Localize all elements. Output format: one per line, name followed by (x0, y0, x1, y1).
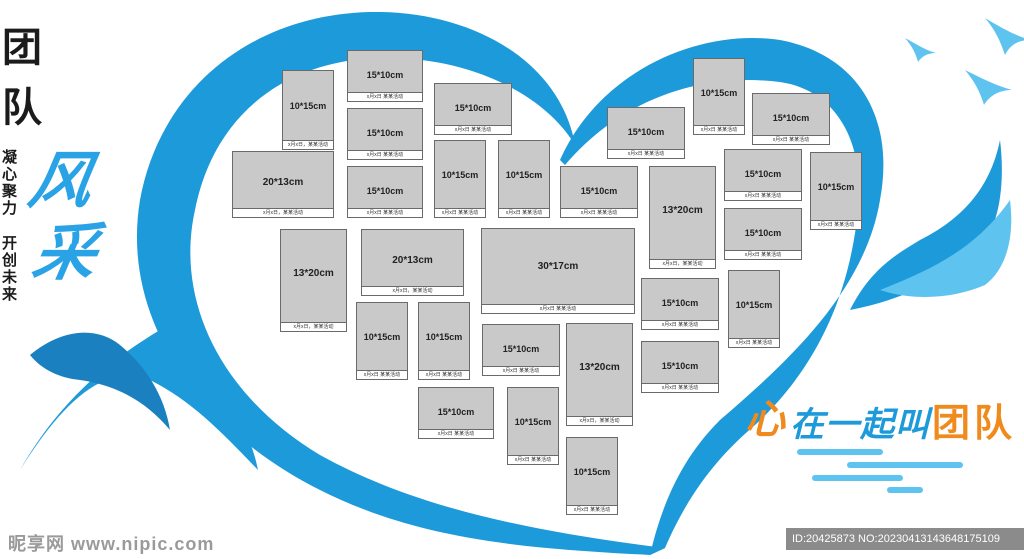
side-char: 聚 (2, 182, 18, 200)
left-wave (20, 330, 258, 470)
heart-left-stroke (136, 11, 665, 555)
slogan-char: 队 (974, 401, 1013, 445)
side-char: 创 (2, 251, 18, 269)
title-char-2: 队 (2, 86, 42, 130)
slogan-char: 心 (745, 396, 785, 443)
side-char: 力 (2, 199, 18, 217)
brush-char-1: 风 (23, 144, 99, 217)
slogan-char: 起 (860, 405, 894, 445)
side-char: 心 (2, 165, 18, 183)
slogan-char: 团 (932, 401, 971, 445)
right-wave (850, 140, 1002, 310)
right-wave-light (880, 200, 1012, 297)
side-char: 未 (2, 268, 18, 286)
side-char: 来 (2, 285, 18, 303)
left-wave-dark (30, 332, 170, 430)
watermark: 昵享网 www.nipic.com (8, 534, 215, 554)
bird-icon (905, 38, 936, 62)
heart-right-stroke (560, 37, 884, 555)
bird-icon (985, 18, 1024, 55)
slogan-char: 叫 (895, 405, 929, 445)
slogan-char: 一 (825, 405, 859, 445)
side-char: 凝 (2, 148, 18, 166)
brush-char-2: 采 (27, 216, 103, 289)
slogan-char: 在 (790, 405, 824, 445)
image-id-bar: ID:20425873 NO:20230413143648175109 (786, 528, 1024, 550)
cloud-lines (797, 449, 963, 493)
title-char-1: 团 (2, 26, 42, 70)
bird-icon (965, 70, 1012, 105)
side-char: 开 (2, 234, 18, 252)
